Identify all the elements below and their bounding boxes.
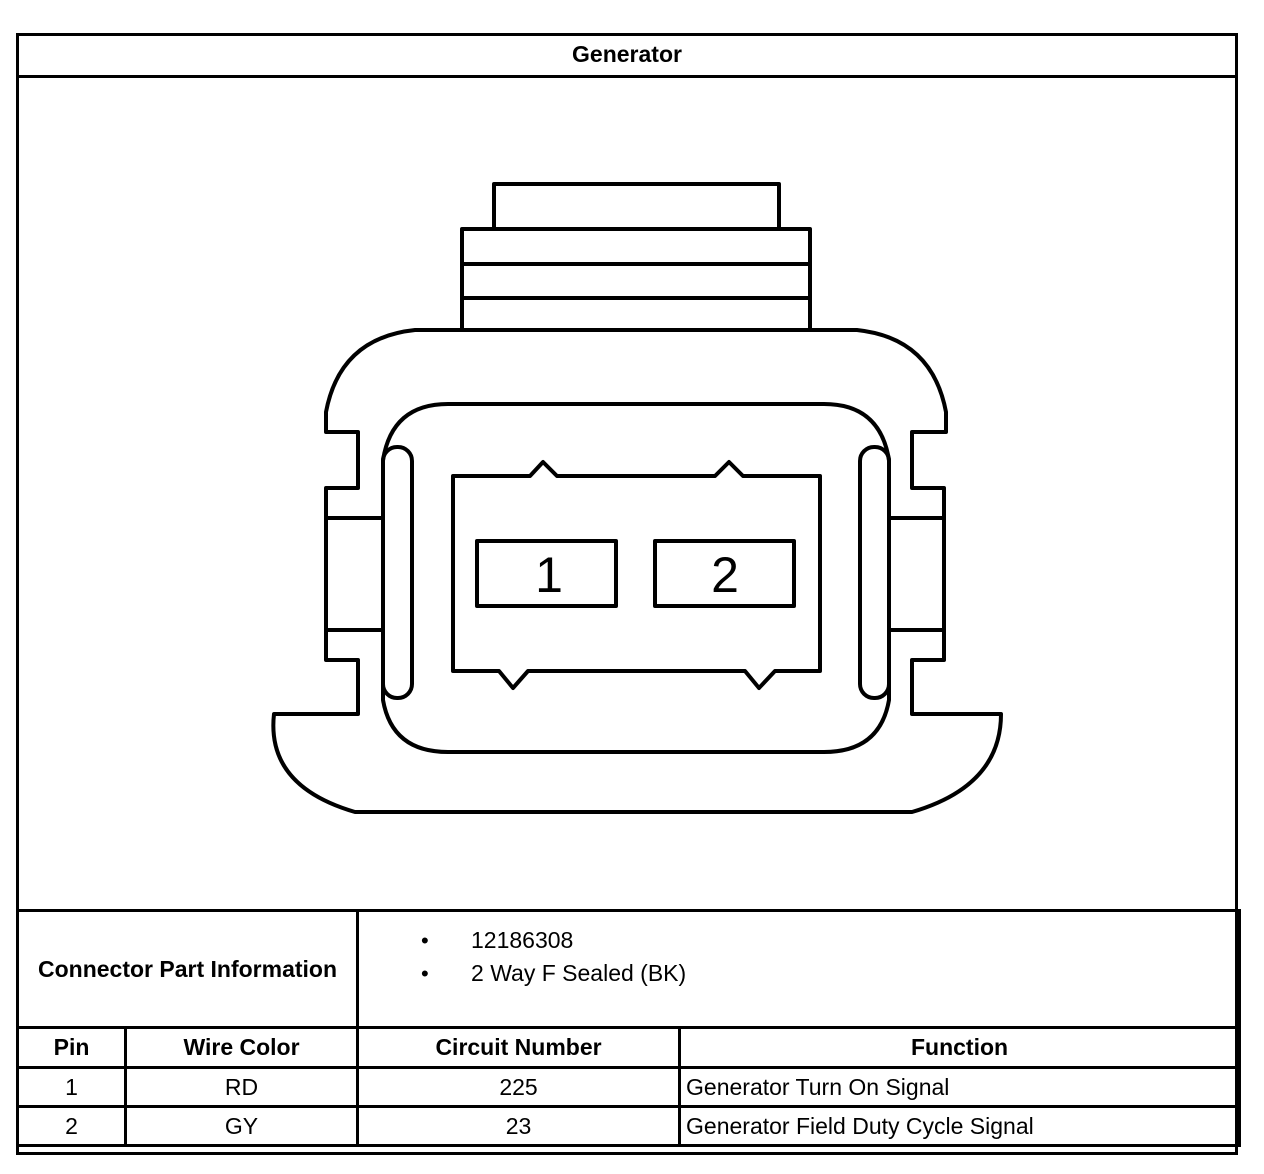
page-title: Generator xyxy=(16,33,1238,78)
connector-latch xyxy=(460,182,812,332)
table-row: 2 GY 23 Generator Field Duty Cycle Signa… xyxy=(16,1105,1242,1147)
cavity-1-label: 1 xyxy=(535,547,563,603)
function-cell: Generator Turn On Signal xyxy=(678,1066,1242,1108)
part-info-row: Connector Part Information 12186308 2 Wa… xyxy=(15,909,1242,1029)
part-description: 2 Way F Sealed (BK) xyxy=(421,957,1232,990)
pin-cell: 2 xyxy=(16,1105,127,1147)
header-function: Function xyxy=(678,1026,1242,1069)
cavity-2 xyxy=(653,539,796,608)
part-info-list: 12186308 2 Way F Sealed (BK) xyxy=(356,909,1242,1029)
connector-housing xyxy=(271,328,1003,814)
terminal-block xyxy=(451,460,822,690)
cavity-2-label: 2 xyxy=(711,547,739,603)
wire-color-cell: RD xyxy=(123,1066,360,1108)
part-info-label: Connector Part Information xyxy=(15,909,360,1029)
right-guide-rail xyxy=(858,445,891,700)
header-circuit-number: Circuit Number xyxy=(356,1026,682,1069)
circuit-number-cell: 225 xyxy=(356,1066,682,1108)
connector-face-svg: 1 2 xyxy=(271,182,1003,814)
cavity-1 xyxy=(475,539,618,608)
part-number: 12186308 xyxy=(421,924,1232,957)
wire-color-cell: GY xyxy=(123,1105,360,1147)
connector-table: Connector Part Information 12186308 2 Wa… xyxy=(15,909,1242,1147)
table-row: 1 RD 225 Generator Turn On Signal xyxy=(16,1066,1242,1108)
circuit-number-cell: 23 xyxy=(356,1105,682,1147)
document-frame xyxy=(16,33,1238,1155)
header-pin: Pin xyxy=(16,1026,127,1069)
pin-cell: 1 xyxy=(16,1066,127,1108)
header-wire-color: Wire Color xyxy=(123,1026,360,1069)
left-guide-rail xyxy=(381,445,414,700)
connector-inner-face xyxy=(381,402,891,754)
function-cell: Generator Field Duty Cycle Signal xyxy=(678,1105,1242,1147)
connector-drawing: 1 2 xyxy=(19,78,1235,910)
pinout-header-row: Pin Wire Color Circuit Number Function xyxy=(16,1026,1242,1069)
